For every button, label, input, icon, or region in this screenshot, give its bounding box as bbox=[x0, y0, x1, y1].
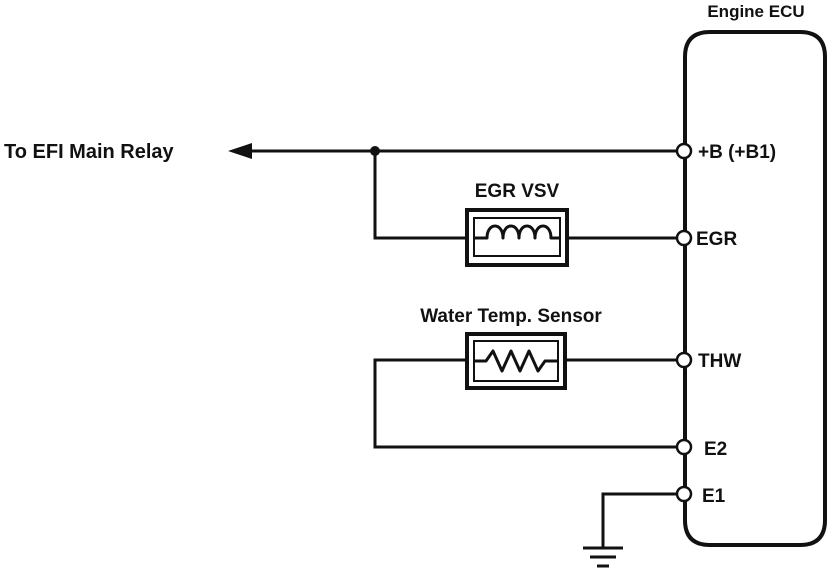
e2-loop-wire bbox=[373, 358, 677, 449]
ground-icon bbox=[583, 546, 623, 568]
water-temp-sensor-label: Water Temp. Sensor bbox=[420, 306, 602, 327]
resistor-icon bbox=[474, 349, 558, 373]
pin-egr-terminal bbox=[675, 229, 693, 247]
pin-b-label: +B (+B1) bbox=[698, 142, 776, 163]
pin-e1-label: E1 bbox=[702, 486, 726, 507]
ecu-box bbox=[683, 30, 827, 547]
pin-b-terminal bbox=[675, 142, 693, 160]
pin-e1-terminal bbox=[675, 485, 693, 503]
egr-vsv-box bbox=[465, 208, 569, 267]
e1-ground-wire bbox=[601, 492, 677, 548]
egr-vsv-label: EGR VSV bbox=[475, 181, 560, 202]
pin-thw-label: THW bbox=[698, 351, 741, 372]
pin-egr-label: EGR bbox=[696, 229, 737, 250]
relay-arrow bbox=[228, 143, 252, 159]
coil-icon bbox=[474, 224, 560, 240]
pin-e2-terminal bbox=[675, 438, 693, 456]
ecu-title: Engine ECU bbox=[707, 2, 804, 21]
pin-e2-label: E2 bbox=[704, 439, 727, 460]
relay-label: To EFI Main Relay bbox=[4, 141, 175, 163]
water-temp-sensor-box bbox=[465, 332, 567, 390]
pin-thw-terminal bbox=[675, 351, 693, 369]
egr-branch-wire bbox=[373, 151, 467, 240]
